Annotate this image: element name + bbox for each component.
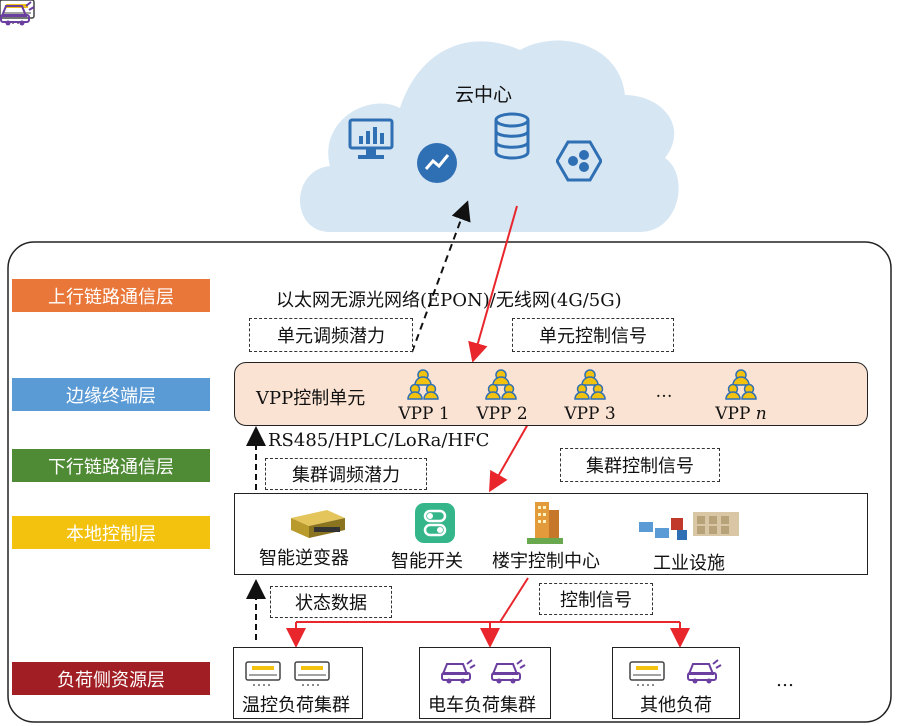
smart-switch-icon [415,503,455,543]
layer-uplink: 上行链路通信层 [12,279,210,312]
vpp-2-label: VPP 2 [476,404,528,424]
monitor-chart-icon [348,118,394,159]
vpp-control-unit-box [234,362,868,426]
inverter-icon [291,510,345,538]
downlink-control-box: 集群控制信号 [560,448,720,482]
resource-ev-label: 电车负荷集群 [428,695,536,716]
layer-resource: 负荷侧资源层 [12,662,210,695]
electric-car-icon [0,1,35,26]
control-signal-distribution [286,577,690,648]
device-building-label: 楼宇控制中心 [492,551,600,572]
downlink-control-arrow [489,423,529,493]
vpp-n-label: VPP n [715,404,767,424]
layer-edge: 边缘终端层 [12,378,210,411]
layer-local-control: 本地控制层 [12,516,210,549]
vpp-ellipsis: … [655,382,673,402]
outer-frame [7,241,892,723]
uplink-control-arrow [468,205,518,363]
other-ev-icon [687,659,722,685]
resource-ellipsis: … [776,670,794,691]
downlink-protocol: RS485/HPLC/LoRa/HFC [268,430,490,451]
vpp-1-label: VPP 1 [398,404,450,424]
industrial-facility-icon [639,512,739,540]
device-inverter-label: 智能逆变器 [259,548,349,569]
layer-downlink: 下行链路通信层 [12,449,210,482]
downlink-potential-box: 集群调频潜力 [265,458,427,490]
database-icon [494,112,530,160]
vpp-unit-label: VPP控制单元 [256,388,366,409]
ev-icon-1 [441,659,476,685]
thermal-ac-icon-2 [294,661,330,687]
device-industrial-label: 工业设施 [653,553,725,574]
resource-other-box [612,647,740,719]
ev-icon-2 [491,659,526,685]
resource-ev-box [419,647,551,719]
other-ac-icon [629,661,665,687]
resource-other-label: 其他负荷 [640,695,712,716]
thermal-ac-icon-1 [245,661,281,687]
uplink-potential-arrow [411,200,471,353]
device-switch-label: 智能开关 [391,551,463,572]
control-signal-box: 控制信号 [539,583,653,615]
resource-thermal-label: 温控负荷集群 [242,695,350,716]
building-icon [527,502,563,544]
uplink-protocol: 以太网无源光网络(EPON)/无线网(4G/5G) [276,290,622,311]
trend-circle-icon [417,143,457,183]
uplink-potential-box: 单元调频潜力 [249,318,413,352]
vpp-3-label: VPP 3 [564,404,616,424]
cloud-shape [300,40,679,232]
uplink-control-box: 单元控制信号 [512,318,674,352]
resource-thermal-box [233,647,363,719]
hexagon-network-icon [556,140,602,182]
cloud-title: 云中心 [455,84,513,106]
status-data-box: 状态数据 [270,586,392,618]
